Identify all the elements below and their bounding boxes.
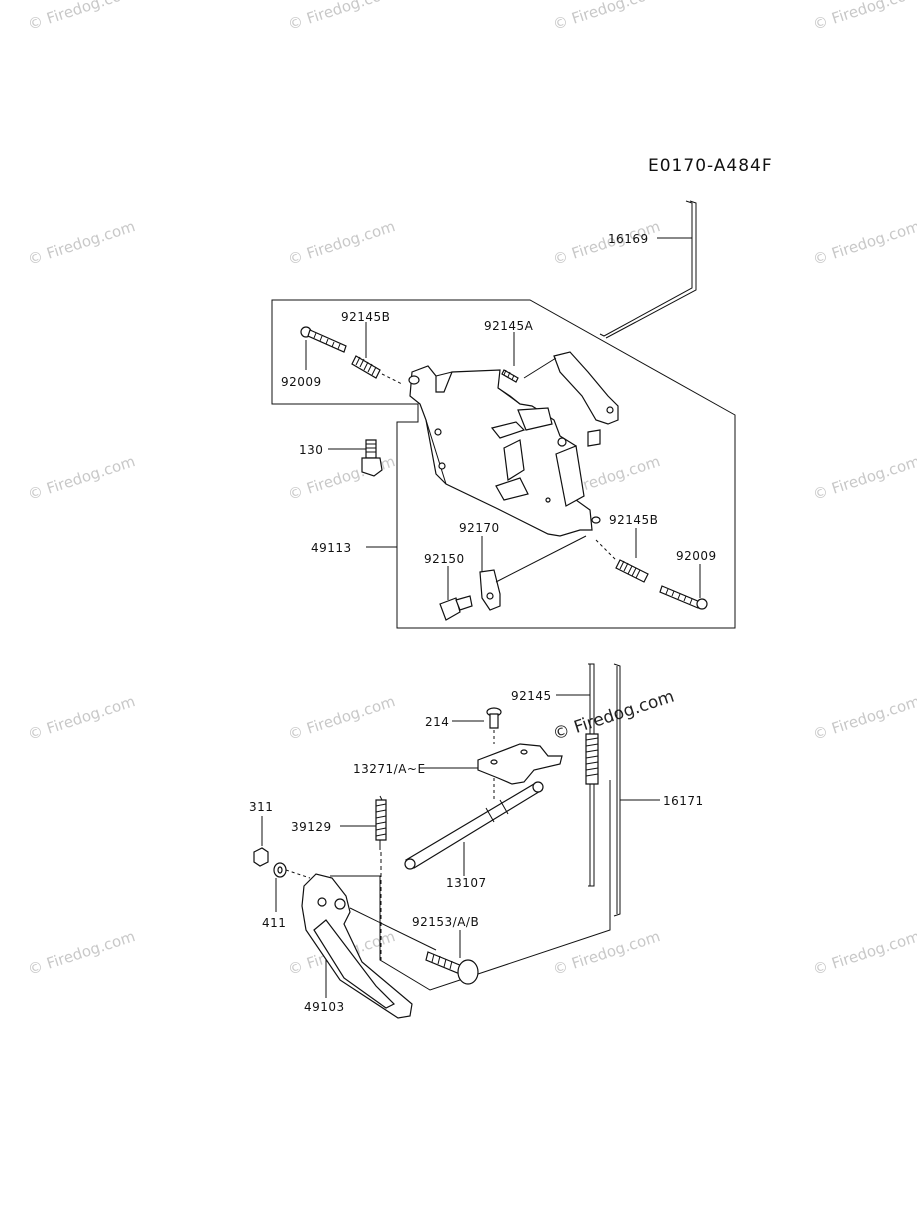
label-92145B-bottom: 92145B (609, 513, 658, 527)
lever-hole (606, 406, 614, 414)
watermark: © Firedog.com (26, 0, 138, 34)
spring-92145A (501, 369, 519, 383)
assembly-boundary-lower (330, 780, 611, 991)
rod-16169 (599, 200, 693, 337)
bolt-92150 (439, 595, 473, 621)
washer-411 (273, 862, 287, 878)
label-92153: 92153/A/B (412, 915, 479, 929)
spring-92145B-top (351, 355, 381, 379)
bolt-130 (361, 439, 383, 477)
plate-hole (408, 375, 420, 385)
diagram-code: E0170-A484F (648, 156, 773, 176)
plate-hole (545, 497, 551, 503)
label-16171: 16171 (663, 794, 704, 808)
watermark: © Firedog.com (26, 452, 138, 504)
plate-13271 (477, 743, 563, 785)
label-92145: 92145 (511, 689, 552, 703)
nut-311 (253, 847, 269, 867)
clip-92170 (479, 569, 501, 611)
spring-39129 (375, 795, 387, 850)
rod-16169-edge (605, 200, 697, 339)
watermark: © Firedog.com (26, 927, 138, 979)
screw-92009-top (300, 326, 347, 353)
label-214: 214 (425, 715, 449, 729)
plate-side-tab (555, 445, 585, 507)
watermark: © Firedog.com (551, 0, 663, 34)
label-49113: 49113 (311, 541, 352, 555)
label-92150: 92150 (424, 552, 465, 566)
label-39129: 39129 (291, 820, 332, 834)
label-311: 311 (249, 800, 273, 814)
screw-92009-bottom (659, 585, 708, 610)
screw-214 (486, 707, 502, 729)
watermark: © Firedog.com (26, 692, 138, 744)
label-92145A: 92145A (484, 319, 534, 333)
watermark: © Firedog.com (286, 0, 398, 34)
label-92009-bottom: 92009 (676, 549, 717, 563)
label-13271: 13271/A~E (353, 762, 426, 776)
watermark: © Firedog.com (286, 692, 398, 744)
lower-assembly (253, 663, 660, 1019)
watermark: © Firedog.com (811, 452, 917, 504)
spring-92145 (585, 733, 599, 785)
pivot-collar (587, 429, 601, 447)
label-92170: 92170 (459, 521, 500, 535)
plate-slot (495, 477, 529, 501)
plate-slot (490, 421, 526, 439)
upper-assembly (271, 200, 736, 629)
plate-slot (503, 439, 525, 482)
lever-49103 (301, 873, 413, 1019)
label-49103: 49103 (304, 1000, 345, 1014)
plate-hole (434, 428, 442, 436)
watermark: © Firedog.com (551, 927, 663, 979)
watermark: © Firedog.com (811, 0, 917, 34)
spring-92145B-bottom (615, 559, 649, 583)
label-130: 130 (299, 443, 323, 457)
label-92145B-top: 92145B (341, 310, 390, 324)
label-16169: 16169 (608, 232, 649, 246)
watermark: © Firedog.com (286, 217, 398, 269)
plate-hole (591, 516, 601, 524)
watermark: © Firedog.com (811, 927, 917, 979)
label-92009-top: 92009 (281, 375, 322, 389)
watermark: © Firedog.com (26, 217, 138, 269)
watermark: © Firedog.com (811, 217, 917, 269)
plate-tab (517, 407, 553, 431)
rod-16171 (613, 663, 621, 917)
bolt-92153 (425, 951, 479, 985)
plate-hole (438, 462, 446, 470)
assembly-boundary (271, 299, 736, 629)
label-13107: 13107 (446, 876, 487, 890)
plate-edges (425, 371, 521, 485)
watermark: © Firedog.com (811, 692, 917, 744)
label-411: 411 (262, 916, 286, 930)
shaft-13107 (404, 781, 544, 870)
pivot-boss (557, 437, 567, 447)
lever-arm (553, 351, 619, 425)
